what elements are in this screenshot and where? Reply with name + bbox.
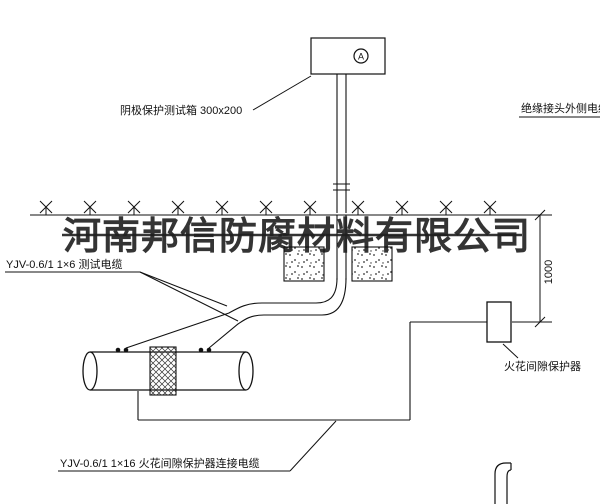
weld-dot bbox=[198, 347, 204, 353]
pipe-end-cap-left bbox=[82, 351, 98, 391]
spark-gap-protector bbox=[486, 301, 512, 343]
foundation-block bbox=[351, 246, 393, 282]
outer-cable-label: 绝缘接头外侧电缆 bbox=[521, 101, 600, 115]
ground-symbol bbox=[83, 200, 97, 215]
dimension-tick bbox=[534, 316, 546, 328]
weld-dot bbox=[123, 347, 129, 353]
ground-symbols bbox=[39, 200, 497, 215]
ammeter-symbol bbox=[353, 48, 369, 64]
insulating-coupling bbox=[149, 346, 177, 396]
dimension-1000 bbox=[512, 209, 552, 328]
test-box-label: 阴极保护测试箱 300x200 bbox=[120, 103, 242, 117]
pipe-end-cap-right bbox=[238, 351, 254, 391]
ground-symbol bbox=[483, 200, 497, 215]
ground-symbol bbox=[39, 200, 53, 215]
spark-gap-label: 火花间隙保护器 bbox=[504, 359, 581, 373]
ground-symbol bbox=[303, 200, 317, 215]
test-cables bbox=[125, 277, 347, 349]
connection-cable-label: YJV-0.6/1 1×16 火花间隙保护器连接电缆 bbox=[60, 456, 260, 470]
cathodic-test-box bbox=[310, 37, 386, 75]
ground-symbol bbox=[215, 200, 229, 215]
test-box-leader bbox=[252, 75, 312, 111]
connection-cable-run bbox=[137, 322, 411, 421]
ground-symbol bbox=[395, 200, 409, 215]
weld-dot bbox=[206, 347, 212, 353]
ground-symbol bbox=[127, 200, 141, 215]
ground-symbol bbox=[351, 200, 365, 215]
pipeline bbox=[82, 346, 254, 396]
cable-weld-points bbox=[115, 347, 212, 353]
connection-cable-leader bbox=[289, 420, 337, 472]
test-cable-run bbox=[208, 277, 347, 349]
foundation-blocks bbox=[283, 246, 393, 282]
foundation-block bbox=[283, 246, 325, 282]
test-cable-leader bbox=[139, 271, 228, 307]
test-cable-run bbox=[125, 277, 338, 349]
ground-symbol bbox=[259, 200, 273, 215]
ammeter-letter: A bbox=[358, 52, 364, 62]
pipe-riser-symbol bbox=[494, 462, 512, 504]
dimension-text: 1000 bbox=[543, 260, 555, 284]
protector-leader bbox=[502, 343, 519, 359]
weld-dot bbox=[115, 347, 121, 353]
ground-symbol bbox=[439, 200, 453, 215]
test-box-outline bbox=[310, 37, 386, 75]
test-cable-label: YJV-0.6/1 1×6 测试电缆 bbox=[6, 258, 122, 271]
test-cable-leader bbox=[139, 271, 239, 322]
ground-symbol bbox=[171, 200, 185, 215]
dimension-tick bbox=[534, 209, 546, 221]
conduit-post bbox=[333, 74, 350, 280]
